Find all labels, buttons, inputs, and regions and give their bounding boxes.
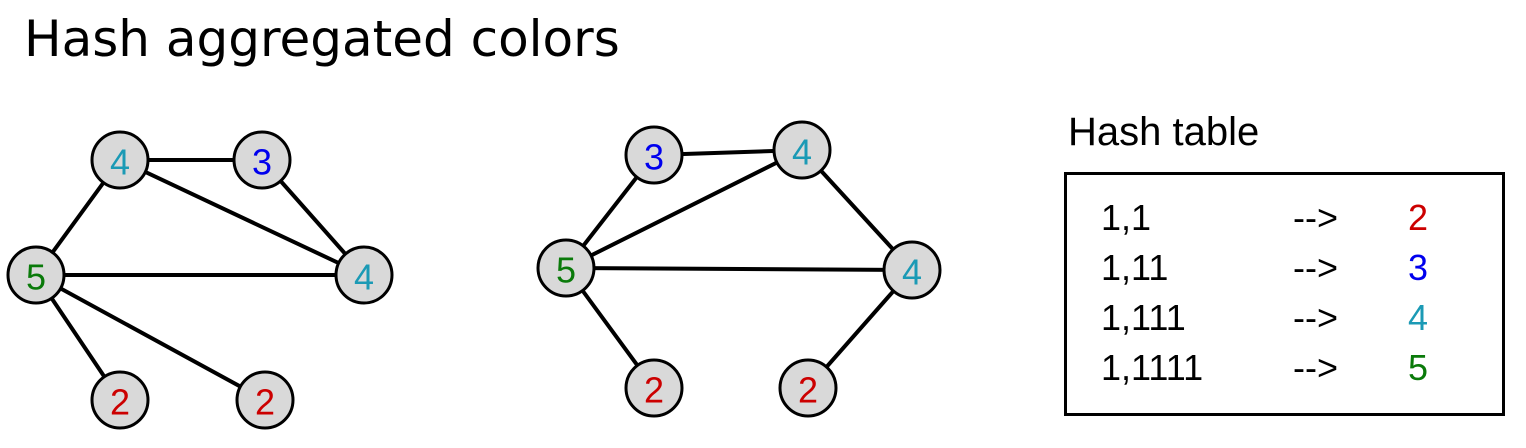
hash-table-title: Hash table bbox=[1068, 110, 1260, 154]
node-label: 2 bbox=[110, 382, 130, 423]
hash-arrow: --> bbox=[1293, 347, 1338, 388]
node-label: 5 bbox=[26, 257, 46, 298]
node-label: 4 bbox=[354, 257, 374, 298]
node-circle bbox=[882, 240, 942, 300]
graph-edge bbox=[564, 266, 914, 272]
node-circle bbox=[778, 358, 838, 418]
node-label: 2 bbox=[644, 370, 664, 411]
graph-node: 4 bbox=[334, 245, 394, 305]
node-circle bbox=[235, 370, 295, 430]
node-circle bbox=[6, 245, 66, 305]
graphs-diagram: 4 3 5 4 2 2 3 4 5 4 2 2 bbox=[6, 120, 942, 430]
graph-node: 5 bbox=[6, 245, 66, 305]
node-circle bbox=[624, 358, 684, 418]
hash-value: 3 bbox=[1408, 247, 1429, 288]
graph-node: 4 bbox=[90, 130, 150, 190]
graph-node: 3 bbox=[232, 130, 292, 190]
hash-table-box: 1,1 --> 2 1,11 --> 3 1,111 --> 4 1,1111 … bbox=[1064, 172, 1505, 416]
graph-node: 2 bbox=[624, 358, 684, 418]
node-circle bbox=[772, 120, 832, 180]
hash-value: 5 bbox=[1408, 347, 1429, 388]
graph-node: 3 bbox=[624, 125, 684, 185]
node-circle bbox=[334, 245, 394, 305]
edges-layer bbox=[34, 148, 914, 402]
hash-key: 1,1 bbox=[1101, 197, 1152, 238]
node-label: 3 bbox=[644, 137, 664, 178]
node-label: 4 bbox=[792, 132, 812, 173]
graph-edge bbox=[564, 148, 804, 270]
node-label: 4 bbox=[110, 142, 130, 183]
node-label: 2 bbox=[255, 382, 275, 423]
graph-node: 4 bbox=[882, 240, 942, 300]
node-label: 4 bbox=[902, 252, 922, 293]
graph-edge bbox=[34, 273, 267, 402]
node-circle bbox=[90, 370, 150, 430]
node-circle bbox=[90, 130, 150, 190]
graph-node: 4 bbox=[772, 120, 832, 180]
hash-value: 2 bbox=[1408, 197, 1429, 238]
graph-node: 5 bbox=[536, 238, 596, 298]
graph-node: 2 bbox=[778, 358, 838, 418]
hash-arrow: --> bbox=[1293, 197, 1338, 238]
hash-value: 4 bbox=[1408, 297, 1429, 338]
node-label: 5 bbox=[556, 250, 576, 291]
graph-node: 2 bbox=[90, 370, 150, 430]
hash-arrow: --> bbox=[1293, 297, 1338, 338]
nodes-layer: 4 3 5 4 2 2 3 4 5 4 2 2 bbox=[6, 120, 942, 430]
node-circle bbox=[232, 130, 292, 190]
node-circle bbox=[536, 238, 596, 298]
hash-key: 1,11 bbox=[1101, 247, 1169, 288]
graph-edge bbox=[118, 158, 366, 277]
page-title: Hash aggregated colors bbox=[24, 10, 620, 68]
node-label: 2 bbox=[798, 370, 818, 411]
hash-key: 1,1111 bbox=[1101, 347, 1204, 388]
graph-node: 2 bbox=[235, 370, 295, 430]
node-circle bbox=[624, 125, 684, 185]
hash-key: 1,111 bbox=[1101, 297, 1186, 338]
node-label: 3 bbox=[252, 142, 272, 183]
hash-arrow: --> bbox=[1293, 247, 1338, 288]
